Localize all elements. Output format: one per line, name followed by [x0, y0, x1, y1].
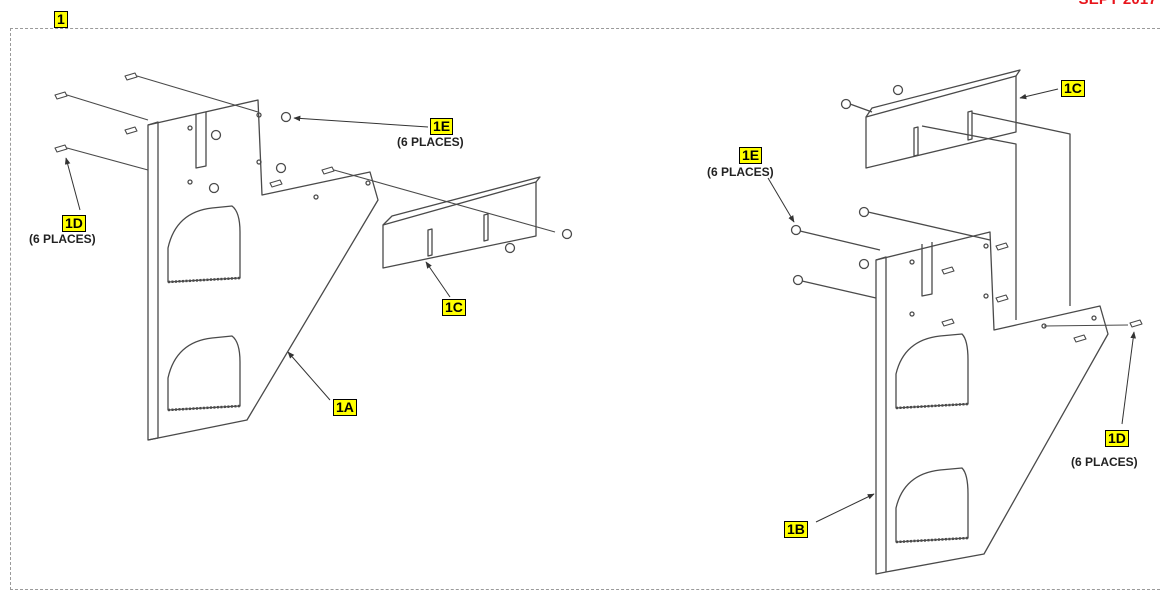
callout-1e-right-note: (6 PLACES) — [707, 165, 774, 179]
revision-date: SEPT 2017 — [1078, 0, 1157, 8]
callout-1d-left-note: (6 PLACES) — [29, 232, 96, 246]
callout-1e-left: 1E — [430, 118, 454, 135]
callout-1a: 1A — [333, 399, 357, 416]
right-nuts — [790, 84, 991, 299]
callout-1c-left: 1C — [442, 299, 466, 316]
frame-top-border — [10, 28, 1160, 29]
callout-1e-right: 1E — [739, 147, 763, 164]
callout-1d-right-note: (6 PLACES) — [1071, 455, 1138, 469]
callout-1c-right: 1C — [1061, 80, 1085, 97]
left-side-plate — [147, 99, 379, 441]
leader-lines — [64, 88, 1136, 523]
callout-1d-right: 1D — [1105, 430, 1129, 447]
left-bracket-1c — [382, 176, 541, 269]
left-bolts — [54, 72, 556, 233]
callout-1e-left-note: (6 PLACES) — [397, 135, 464, 149]
sheet-number-tag: 1 — [54, 11, 68, 28]
frame-bottom-border — [10, 589, 1160, 590]
frame-left-border — [10, 28, 11, 590]
callout-1d-left: 1D — [62, 215, 86, 232]
right-side-plate — [875, 231, 1109, 575]
callout-1b: 1B — [784, 521, 808, 538]
left-nuts — [208, 111, 573, 254]
right-bracket-1c — [865, 69, 1071, 320]
right-bolts — [941, 242, 1143, 343]
